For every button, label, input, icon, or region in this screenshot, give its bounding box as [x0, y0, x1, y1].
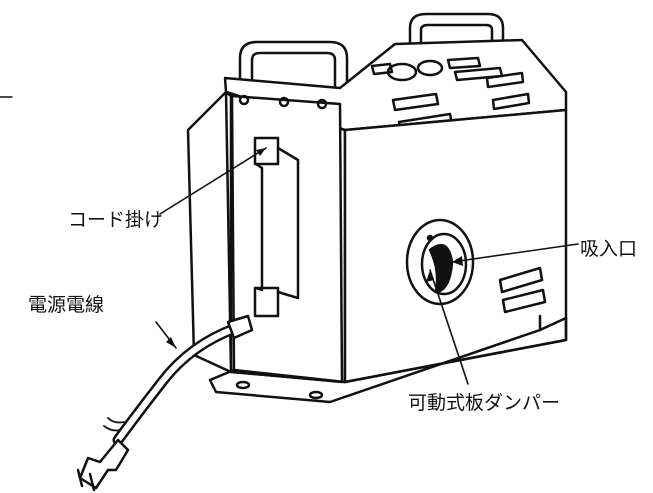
leader-intake: [451, 243, 579, 263]
power-cord-label: 電源電線: [28, 294, 105, 316]
socket: [416, 59, 444, 77]
cord-hook-label: コード掛け: [68, 209, 164, 231]
screw: [238, 94, 250, 106]
back-handle: [408, 12, 505, 62]
damper-plate: [428, 243, 454, 294]
leader-damper: [429, 269, 469, 385]
front-plate: [230, 94, 344, 384]
vent-slot: [498, 266, 544, 294]
base-plate: [208, 314, 568, 404]
damper-label: 可動式板ダンパー: [408, 392, 561, 414]
screw: [278, 96, 290, 108]
front-handle: [238, 40, 349, 90]
screw: [316, 98, 328, 110]
leader-cord-hook: [159, 147, 267, 215]
vent-slot: [391, 92, 440, 112]
intake-label: 吸入口: [580, 238, 638, 260]
